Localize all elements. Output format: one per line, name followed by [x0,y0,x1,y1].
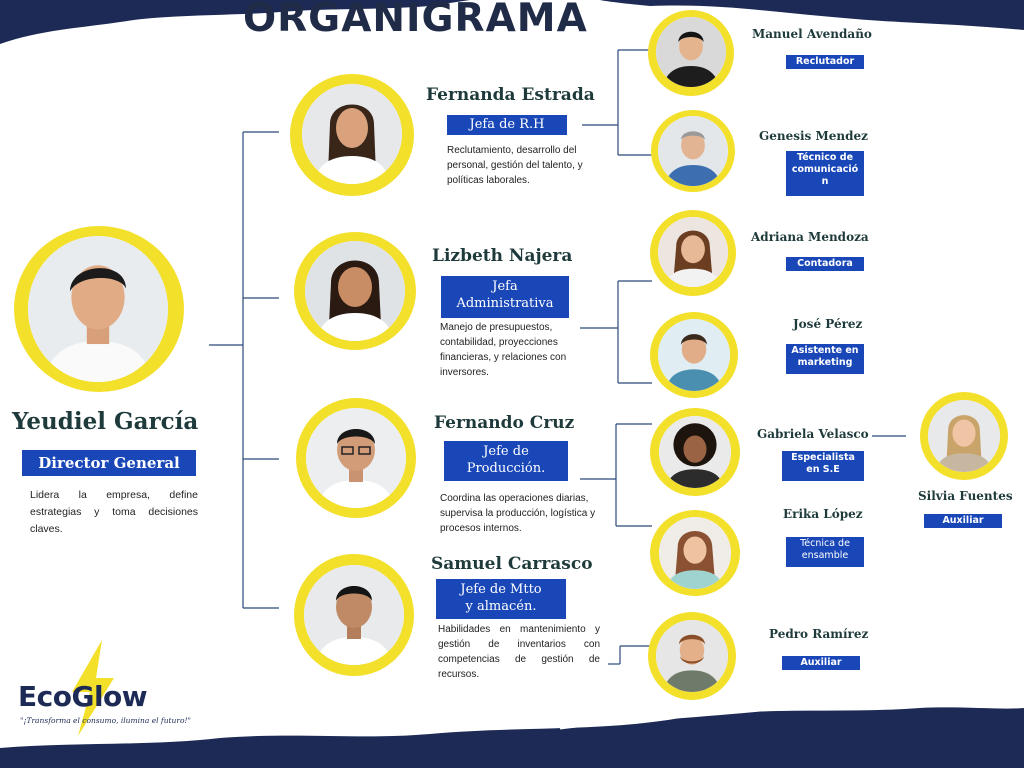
manager-description: Reclutamiento, desarrollo del personal, … [447,145,583,186]
staff-photo [650,510,740,596]
staff-photo [650,312,738,398]
top-brush-stroke [0,0,1024,44]
staff-name: Erika López [783,507,863,521]
director-description: Lidera la empresa, define estrategias y … [30,489,198,535]
manager-role-line: Jefe de Mtto [460,582,542,597]
staff-role-line: Técnico de [796,152,854,163]
man-portrait-icon [656,620,728,692]
manager-role-line: y almacén. [465,599,537,614]
staff-name: Silvia Fuentes [918,489,1013,503]
director-name: Yeudiel García [12,408,199,435]
man-portrait-icon [656,17,726,87]
bottom-brush-stroke [0,704,1024,768]
staff-role-line: ensamble [801,550,849,561]
director-photo [14,226,184,392]
manager-name: Fernando Cruz [434,413,575,433]
staff-photo [648,10,734,96]
manager-name: Fernanda Estrada [426,85,595,105]
manager-role-line: Jefa [492,279,518,294]
woman-portrait-icon [302,84,402,184]
staff-role-line: n [821,176,829,187]
manager-role-line: Producción. [466,461,546,476]
manager-role-line: Jefe de [483,444,529,459]
manager-role-badge: Jefa de R.H [447,115,567,135]
page-title: ORGANIGRAMA [243,0,588,41]
manager-description: Habilidades en mantenimiento y gestión d… [438,624,600,680]
manager-name: Samuel Carrasco [431,554,593,574]
staff-name: Gabriela Velasco [757,427,869,441]
woman-portrait-icon [659,517,731,589]
woman-portrait-icon [928,400,1000,472]
staff-photo [648,612,736,700]
staff-role-line: Especialista [791,452,855,463]
staff-name: Genesis Mendez [759,129,868,143]
staff-name: Pedro Ramírez [769,627,869,641]
ecoglow-logo: EcoGlow [18,680,148,713]
staff-photo [650,408,740,496]
staff-name: Manuel Avendaño [752,27,872,41]
manager-role-badge: Jefe de Mtto y almacén. [436,579,566,619]
woman-portrait-icon [659,416,731,488]
staff-role-line: en S.E [806,464,840,475]
man-portrait-icon [304,565,404,665]
staff-role-line: marketing [797,357,853,368]
manager-photo [294,232,416,350]
staff-role-badge: Asistente en marketing [786,344,864,374]
staff-photo [650,210,736,296]
manager-photo [296,398,416,518]
man-portrait-icon [658,116,728,186]
staff-role-badge: Técnica de ensamble [786,537,864,567]
staff-role-badge: Reclutador [786,55,864,69]
manager-role-badge: Jefa Administrativa [441,276,569,318]
director-role-badge: Director General [22,450,196,476]
manager-name: Lizbeth Najera [432,246,573,266]
lightning-bolt-icon [72,640,114,736]
man-portrait-icon [658,319,730,391]
manager-role-badge: Jefe de Producción. [444,441,568,481]
staff-name: Adriana Mendoza [751,230,869,244]
man-portrait-icon [28,236,168,382]
staff-role-badge: Auxiliar [782,656,860,670]
woman-portrait-icon [658,217,728,287]
manager-photo [290,74,414,196]
manager-description: Manejo de presupuestos, contabilidad, pr… [440,322,567,378]
staff-role-line: Asistente en [791,345,859,356]
staff-role-badge: Especialista en S.E [782,451,864,481]
staff-photo [651,110,735,192]
man-portrait-icon [306,408,406,508]
manager-photo [294,554,414,676]
woman-portrait-icon [305,241,405,341]
staff-role-badge: Contadora [786,257,864,271]
staff-role-badge: Auxiliar [924,514,1002,528]
manager-role-line: Administrativa [456,296,554,311]
staff-role-line: Técnica de [800,538,850,549]
logo-slogan: "¡Transforma el consumo, ilumina el futu… [20,716,191,725]
staff-role-line: comunicació [791,164,859,175]
staff-role-badge: Técnico de comunicació n [786,151,864,196]
manager-description: Coordina las operaciones diarias, superv… [440,493,596,534]
staff-name: José Pérez [793,317,863,331]
staff-photo [920,392,1008,480]
